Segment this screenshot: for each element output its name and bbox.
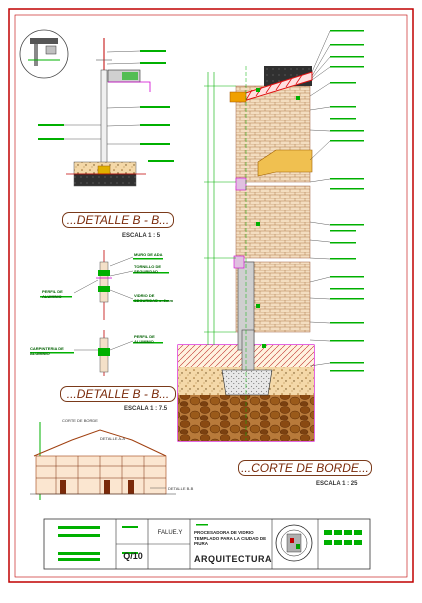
section-scale: ESCALA 1 : 25: [316, 481, 358, 487]
title-block-project: PROCESADORA DE VIDRIO TEMPLADO PARA LA C…: [194, 530, 267, 546]
label-vidrio: VIDRIO DE SEGURIDAD e=6mm: [134, 293, 174, 303]
detail-bb-1-title: ...DETALLE B - B...: [62, 212, 174, 228]
title-block-discipline: ARQUITECTURA: [194, 554, 272, 564]
label-perfil-left: PERFIL DE ALUMINIO: [42, 289, 63, 299]
label-perfil-right: PERFIL DE ALUMINIO: [134, 334, 155, 344]
sheet-border: [8, 8, 414, 583]
section-title: ...CORTE DE BORDE...: [238, 460, 372, 476]
label-tornillo: TORNILLO DE SEGURIDAD: [134, 264, 162, 274]
title-block: [43, 518, 371, 570]
detail-top-left: [19, 29, 174, 187]
sheet-inner-border: [14, 14, 408, 578]
label-detalle-b: DETALLE B-B: [168, 486, 194, 491]
detail-middle-left: [30, 250, 169, 376]
detail-bb-2-scale: ESCALA 1 : 7.5: [124, 406, 168, 412]
title-block-code: FALUE.Y: [157, 530, 183, 536]
main-section: [177, 30, 364, 442]
elevation-drawing: [30, 422, 176, 500]
label-corte-de-borde: CORTE DE BORDE: [62, 418, 98, 423]
detail-bb-1-scale: ESCALA 1 : 5: [122, 233, 161, 239]
label-muro: MURO DE ADA: [134, 252, 163, 257]
title-block-sheet: Q/10: [123, 551, 143, 561]
label-detalle-a: DETALLE A-A: [100, 436, 126, 441]
detail-bb-2-title: ...DETALLE B - B...: [60, 386, 176, 402]
label-carpinteria: CARPINTERIA DE ALUMINIO: [30, 346, 64, 356]
